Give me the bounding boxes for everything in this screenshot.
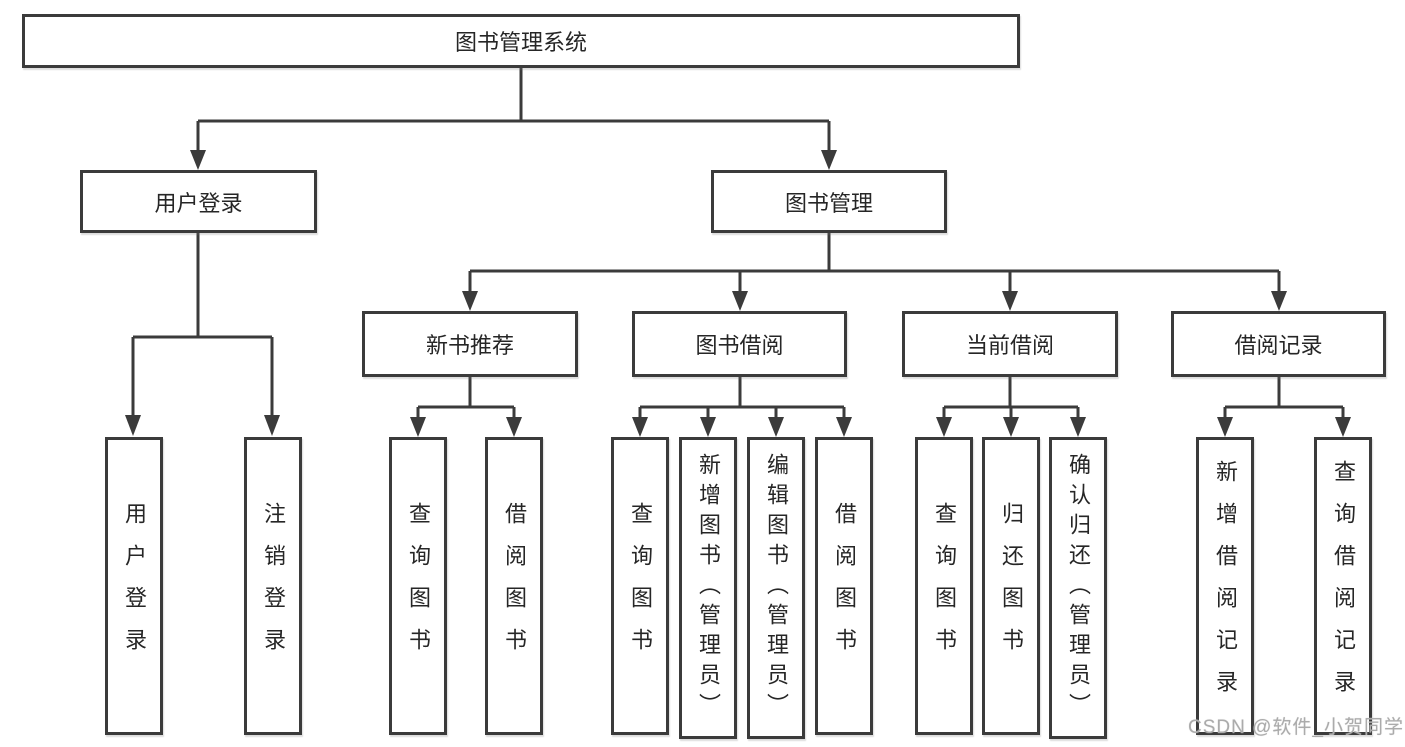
node-new-book-recommend-label: 新书推荐 (425, 333, 514, 358)
leaf-records-add-borrow-record-label: 新增借阅记录 (1213, 460, 1238, 712)
arrow-user-login (190, 150, 206, 170)
arrow-logout (264, 415, 280, 436)
leaf-logout-label: 注销登录 (261, 502, 286, 670)
leaf-current-query-books: 查询图书 (915, 437, 973, 735)
node-current-borrowing-label: 当前借阅 (965, 333, 1054, 358)
arrow-new-book-recommend (462, 291, 478, 311)
leaf-records-query-borrow-record-label: 查询借阅记录 (1331, 460, 1356, 712)
node-library-management-system-label: 图书管理系统 (454, 30, 587, 55)
node-user-login-label: 用户登录 (154, 190, 243, 216)
leaf-borrowing-query-books: 查询图书 (611, 437, 669, 735)
arrow-borrowing-query (632, 417, 648, 437)
node-borrowing-records: 借阅记录 (1171, 311, 1386, 377)
csdn-watermark: CSDN @软件_小贺同学 (1188, 717, 1404, 738)
leaf-current-return-books-label: 归还图书 (999, 502, 1024, 670)
arrowheads (125, 150, 1351, 437)
leaf-records-add-borrow-record: 新增借阅记录 (1196, 437, 1254, 735)
leaf-recommend-query-books-label: 查询图书 (406, 502, 431, 670)
arrow-borrowing-records (1271, 291, 1287, 311)
leaf-recommend-query-books: 查询图书 (389, 437, 447, 735)
leaf-borrowing-query-books-label: 查询图书 (628, 502, 653, 670)
node-book-borrowing-label: 图书借阅 (695, 333, 784, 358)
connector-records-stems (1223, 407, 1345, 420)
leaf-recommend-borrow-books-label: 借阅图书 (502, 502, 527, 670)
arrow-recommend-query (410, 417, 426, 437)
leaf-borrowing-edit-books-admin-label: 编辑图书（管理员） (764, 453, 789, 723)
leaf-borrowing-edit-books-admin: 编辑图书（管理员） (747, 437, 805, 739)
arrow-current-borrowing (1002, 291, 1018, 311)
arrow-recommend-borrow (506, 417, 522, 437)
arrow-user-login-leaf (125, 415, 141, 436)
node-borrowing-records-label: 借阅记录 (1234, 333, 1323, 358)
arrow-records-add (1217, 417, 1233, 437)
arrow-borrowing-borrow (836, 417, 852, 437)
leaf-borrowing-borrow-books-label: 借阅图书 (832, 502, 857, 670)
node-book-borrowing: 图书借阅 (632, 311, 847, 377)
arrow-book-borrowing (732, 291, 748, 311)
arrow-borrowing-edit (768, 417, 784, 437)
node-book-management-label: 图书管理 (784, 190, 873, 216)
node-user-login: 用户登录 (80, 170, 317, 233)
leaf-recommend-borrow-books: 借阅图书 (485, 437, 543, 735)
connector-borrowing-stems (638, 407, 846, 420)
node-book-management: 图书管理 (711, 170, 947, 233)
leaf-logout: 注销登录 (244, 437, 302, 735)
leaf-borrowing-add-books-admin-label: 新增图书（管理员） (696, 453, 721, 723)
leaf-borrowing-add-books-admin: 新增图书（管理员） (679, 437, 737, 739)
leaf-current-confirm-return-admin: 确认归还（管理员） (1049, 437, 1107, 739)
leaf-user-login-label: 用户登录 (122, 502, 147, 670)
leaf-current-query-books-label: 查询图书 (932, 502, 957, 670)
leaf-records-query-borrow-record: 查询借阅记录 (1314, 437, 1372, 735)
leaf-current-confirm-return-admin-label: 确认归还（管理员） (1066, 453, 1091, 723)
connector-recommend-stems (416, 407, 516, 420)
node-current-borrowing: 当前借阅 (902, 311, 1118, 377)
arrow-current-return (1003, 417, 1019, 437)
node-new-book-recommend: 新书推荐 (362, 311, 578, 377)
leaf-borrowing-borrow-books: 借阅图书 (815, 437, 873, 735)
arrow-records-query (1335, 417, 1351, 437)
leaf-current-return-books: 归还图书 (982, 437, 1040, 735)
leaf-user-login: 用户登录 (105, 437, 163, 735)
arrow-book-management (821, 150, 837, 170)
arrow-current-query (936, 417, 952, 437)
arrow-borrowing-add (700, 417, 716, 437)
arrow-current-confirm (1070, 417, 1086, 437)
node-library-management-system: 图书管理系统 (22, 14, 1020, 68)
